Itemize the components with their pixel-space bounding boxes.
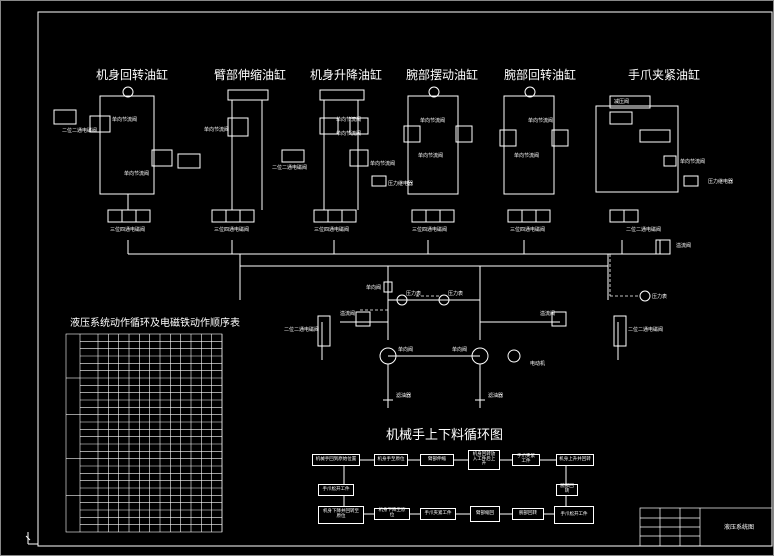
label-valve-1: 二位二通电磁阀 <box>62 128 98 134</box>
title-block-name: 液压系统图 <box>724 524 755 531</box>
cylinder-c5 <box>499 86 569 195</box>
flow-step-4: 机身回转放入工件后上升 <box>468 450 500 470</box>
directional-valves <box>107 209 639 223</box>
label-oneway-l: 单向阀 <box>398 347 414 353</box>
cylinder-c2 <box>227 89 269 210</box>
label-reducing: 减压阀 <box>614 99 630 105</box>
label-valve-2: 二位二通电磁阀 <box>272 165 308 171</box>
label-throttle-9: 单向节流阀 <box>528 118 554 124</box>
label-throttle-3: 单向节流阀 <box>204 127 230 133</box>
label-throttle-1: 单向节流阀 <box>112 117 138 123</box>
label-relay-1: 压力继电器 <box>388 181 414 187</box>
label-gauge-3: 压力表 <box>652 294 668 300</box>
label-motor: 电动机 <box>530 361 546 367</box>
label-3pos-1: 三位四通电磁阀 <box>110 227 146 233</box>
flow-step-14: 手爪松开工件 <box>554 506 594 524</box>
label-relief-r: 溢流阀 <box>540 311 556 317</box>
flow-step-11: 手爪夹紧工件 <box>420 508 456 520</box>
label-3pos-4: 三位四通电磁阀 <box>412 227 448 233</box>
pumps <box>317 239 671 404</box>
flow-step-13: 腕部回转 <box>512 508 544 520</box>
label-2pos-c6: 二位二通电磁阀 <box>626 227 662 233</box>
table-title: 液压系统动作循环及电磁铁动作顺序表 <box>70 318 240 329</box>
cylinder-title-c2: 臂部伸缩油缸 <box>214 68 287 82</box>
label-throttle-7: 单向节流阀 <box>420 118 446 124</box>
label-filter-r: 滤油器 <box>488 393 504 399</box>
main-pipes <box>127 240 661 408</box>
operation-table <box>65 333 223 533</box>
label-relief-top: 溢流阀 <box>676 243 692 249</box>
flow-title: 机械手上下料循环图 <box>386 428 504 443</box>
label-3pos-2: 三位四通电磁阀 <box>214 227 250 233</box>
label-check: 单向阀 <box>366 285 382 291</box>
flow-step-2: 机身手至原位 <box>374 454 408 466</box>
label-gauge-1: 压力表 <box>406 291 422 297</box>
label-3pos-5: 三位四通电磁阀 <box>510 227 546 233</box>
inner-frame <box>37 11 773 547</box>
label-relay-2: 压力继电器 <box>708 179 734 185</box>
label-gauge-2: 压力表 <box>448 291 464 297</box>
label-oneway-r: 单向阀 <box>452 347 468 353</box>
label-throttle-8: 单向节流阀 <box>418 153 444 159</box>
cylinder-title-c6: 手爪夹紧油缸 <box>628 68 701 82</box>
label-filter-l: 滤油器 <box>396 393 412 399</box>
flow-step-1: 机械手回到原始位置 <box>312 454 360 466</box>
flow-step-8: 腕部回转 <box>556 484 578 496</box>
cylinder-c6 <box>595 95 699 193</box>
label-throttle-4: 单向节流阀 <box>336 117 362 123</box>
label-2pos-r: 二位二通电磁阀 <box>628 327 664 333</box>
flow-arrows <box>343 459 567 515</box>
label-2pos-l: 二位二通电磁阀 <box>284 327 320 333</box>
cylinder-title-c4: 腕部摆动油缸 <box>406 68 479 82</box>
cylinder-title-c5: 腕部回转油缸 <box>504 68 577 82</box>
label-throttle-6: 单向节流阀 <box>370 161 396 167</box>
flow-step-12: 臂部缩回 <box>470 506 500 522</box>
pilot-lines <box>360 254 640 311</box>
flow-step-3: 臂部伸缩 <box>420 454 454 466</box>
flow-step-9: 机身下降并回转至原位 <box>318 506 364 524</box>
cylinder-c4 <box>403 86 473 195</box>
title-block <box>639 507 773 547</box>
flow-step-5: 手爪夹紧工件 <box>512 454 540 466</box>
table-border <box>65 333 223 533</box>
label-throttle-2: 单向节流阀 <box>124 171 150 177</box>
label-throttle-10: 单向节流阀 <box>514 153 540 159</box>
label-oneway-c6: 单向节流阀 <box>680 159 706 165</box>
cylinder-c1 <box>53 86 201 210</box>
label-3pos-3: 三位四通电磁阀 <box>314 227 350 233</box>
cylinder-title-c1: 机身回转油缸 <box>96 68 169 82</box>
flow-step-6: 机身上升并回转 <box>556 454 594 466</box>
label-relief-l: 溢流阀 <box>340 311 356 317</box>
cylinder-title-c3: 机身升降油缸 <box>310 68 383 82</box>
cylinder-c3 <box>281 89 387 210</box>
ucs-icon <box>25 532 38 545</box>
flow-step-7: 手爪松开工件 <box>318 484 354 496</box>
label-throttle-5: 单向节流阀 <box>336 131 362 137</box>
flow-step-10: 机身下降至原位 <box>374 508 410 520</box>
